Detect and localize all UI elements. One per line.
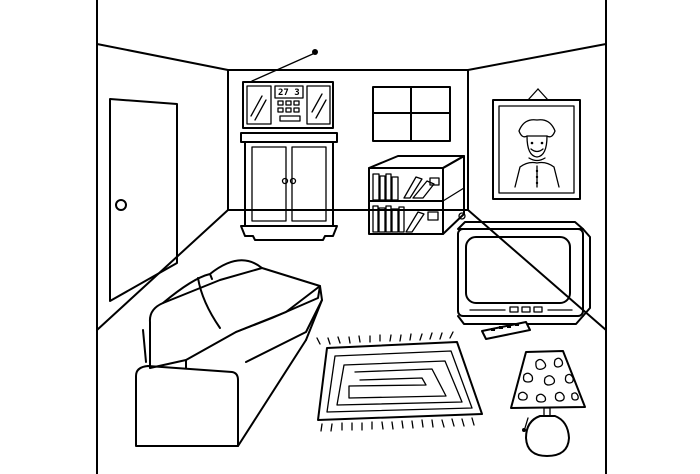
sofa (135, 259, 323, 447)
wall-cabinet: 27 3 (242, 81, 334, 129)
window (372, 86, 451, 142)
books-bottom-shelf (372, 205, 439, 233)
cupboard (240, 132, 338, 241)
door (109, 98, 178, 302)
framed-picture (492, 88, 581, 200)
rug (316, 331, 483, 432)
bookshelf (368, 155, 466, 235)
table-lamp (510, 350, 586, 457)
portrait-figure (514, 119, 560, 188)
books-top-shelf (372, 173, 440, 201)
television (457, 221, 591, 325)
ceiling-cord (251, 49, 318, 82)
clock-display-text: 27 3 (278, 88, 300, 98)
door-knob (115, 199, 127, 211)
room-walls (96, 0, 607, 474)
remote-control (481, 321, 531, 340)
